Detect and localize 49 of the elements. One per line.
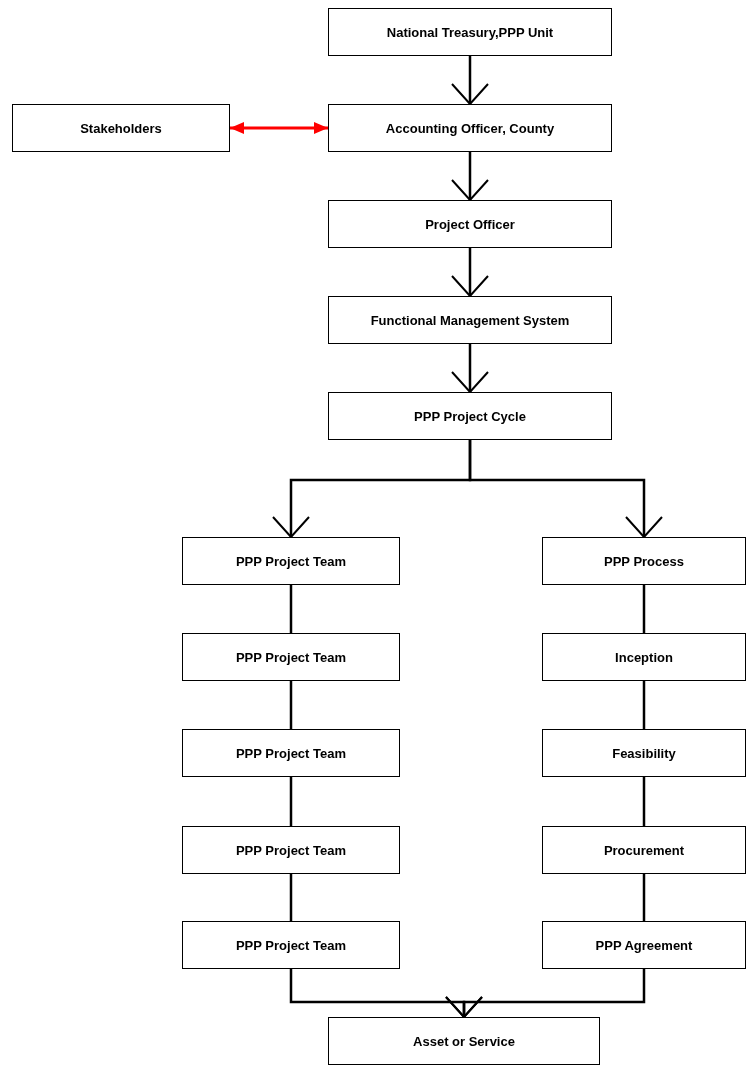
arrow <box>230 122 328 134</box>
process-box <box>182 537 400 585</box>
box-label: PPP Agreement <box>595 937 693 953</box>
arrow <box>451 56 489 105</box>
process-box <box>542 633 746 681</box>
box-label: PPP Project Team <box>235 553 347 569</box>
box-label: Accounting Officer, County <box>385 120 555 136</box>
box-label: Project Officer <box>425 216 515 232</box>
arrow <box>451 344 489 393</box>
box-label: PPP Project Team <box>235 842 347 858</box>
process-box <box>328 1017 600 1065</box>
connector-line <box>642 585 646 633</box>
arrow <box>445 969 646 1018</box>
process-box <box>182 633 400 681</box>
box-label: PPP Project Team <box>235 649 347 665</box>
process-box <box>328 200 612 248</box>
connector-line <box>642 874 646 921</box>
process-box <box>328 104 612 152</box>
process-box <box>542 826 746 874</box>
process-box <box>542 729 746 777</box>
connector-line <box>289 874 293 921</box>
arrow <box>451 152 489 201</box>
process-box <box>328 8 612 56</box>
process-box <box>12 104 230 152</box>
box-label: PPP Process <box>604 553 684 569</box>
box-label: PPP Project Team <box>235 937 347 953</box>
process-box <box>328 392 612 440</box>
box-label: PPP Project Cycle <box>414 408 526 424</box>
arrow <box>451 248 489 297</box>
process-box <box>182 826 400 874</box>
box-label: Asset or Service <box>413 1033 515 1049</box>
connector-line <box>289 777 293 826</box>
box-label: Procurement <box>603 842 685 858</box>
connector-line <box>289 681 293 729</box>
process-box <box>542 921 746 969</box>
box-label: Functional Management System <box>370 312 570 328</box>
process-box <box>328 296 612 344</box>
process-box <box>542 537 746 585</box>
process-box <box>182 921 400 969</box>
box-label: National Treasury,PPP Unit <box>386 24 554 40</box>
connector-line <box>289 585 293 633</box>
arrow <box>468 440 663 538</box>
box-label: Feasibility <box>612 745 676 761</box>
box-label: PPP Project Team <box>235 745 347 761</box>
process-box <box>182 729 400 777</box>
box-label: Inception <box>615 649 673 665</box>
connector-line <box>642 777 646 826</box>
box-label: Stakeholders <box>80 120 162 136</box>
connector-line <box>642 681 646 729</box>
